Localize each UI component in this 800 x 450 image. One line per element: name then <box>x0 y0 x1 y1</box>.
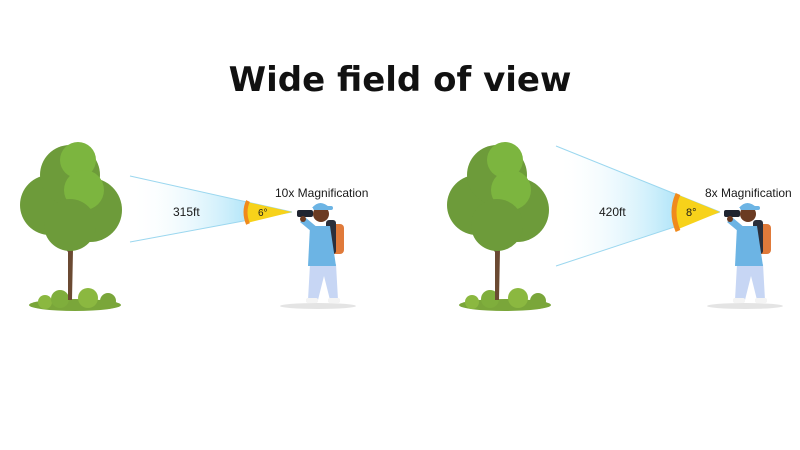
bush-left <box>29 288 121 311</box>
tree-right <box>447 142 549 300</box>
distance-label-left: 315ft <box>173 205 200 219</box>
angle-arc-left <box>243 200 250 225</box>
panel-left: 6° 315ft 10x Magnification <box>20 142 368 311</box>
angle-label-left: 6° <box>258 208 268 219</box>
angle-wedge-left <box>247 202 292 223</box>
distance-label-right: 420ft <box>599 205 626 219</box>
magnification-label-right: 8x Magnification <box>705 186 792 200</box>
view-cone-left <box>130 176 292 242</box>
angle-arc-right <box>671 192 681 232</box>
bush-right <box>459 288 551 311</box>
tree-left <box>20 142 122 300</box>
magnification-label-left: 10x Magnification <box>275 186 368 200</box>
view-cone-right <box>556 146 720 266</box>
angle-wedge-right <box>676 194 720 230</box>
person-right <box>707 203 783 309</box>
angle-label-right: 8° <box>686 207 697 219</box>
page-title: Wide field of view <box>228 60 572 100</box>
panel-right: 8° 420ft 8x Magnification <box>447 142 792 311</box>
person-left <box>280 203 356 309</box>
